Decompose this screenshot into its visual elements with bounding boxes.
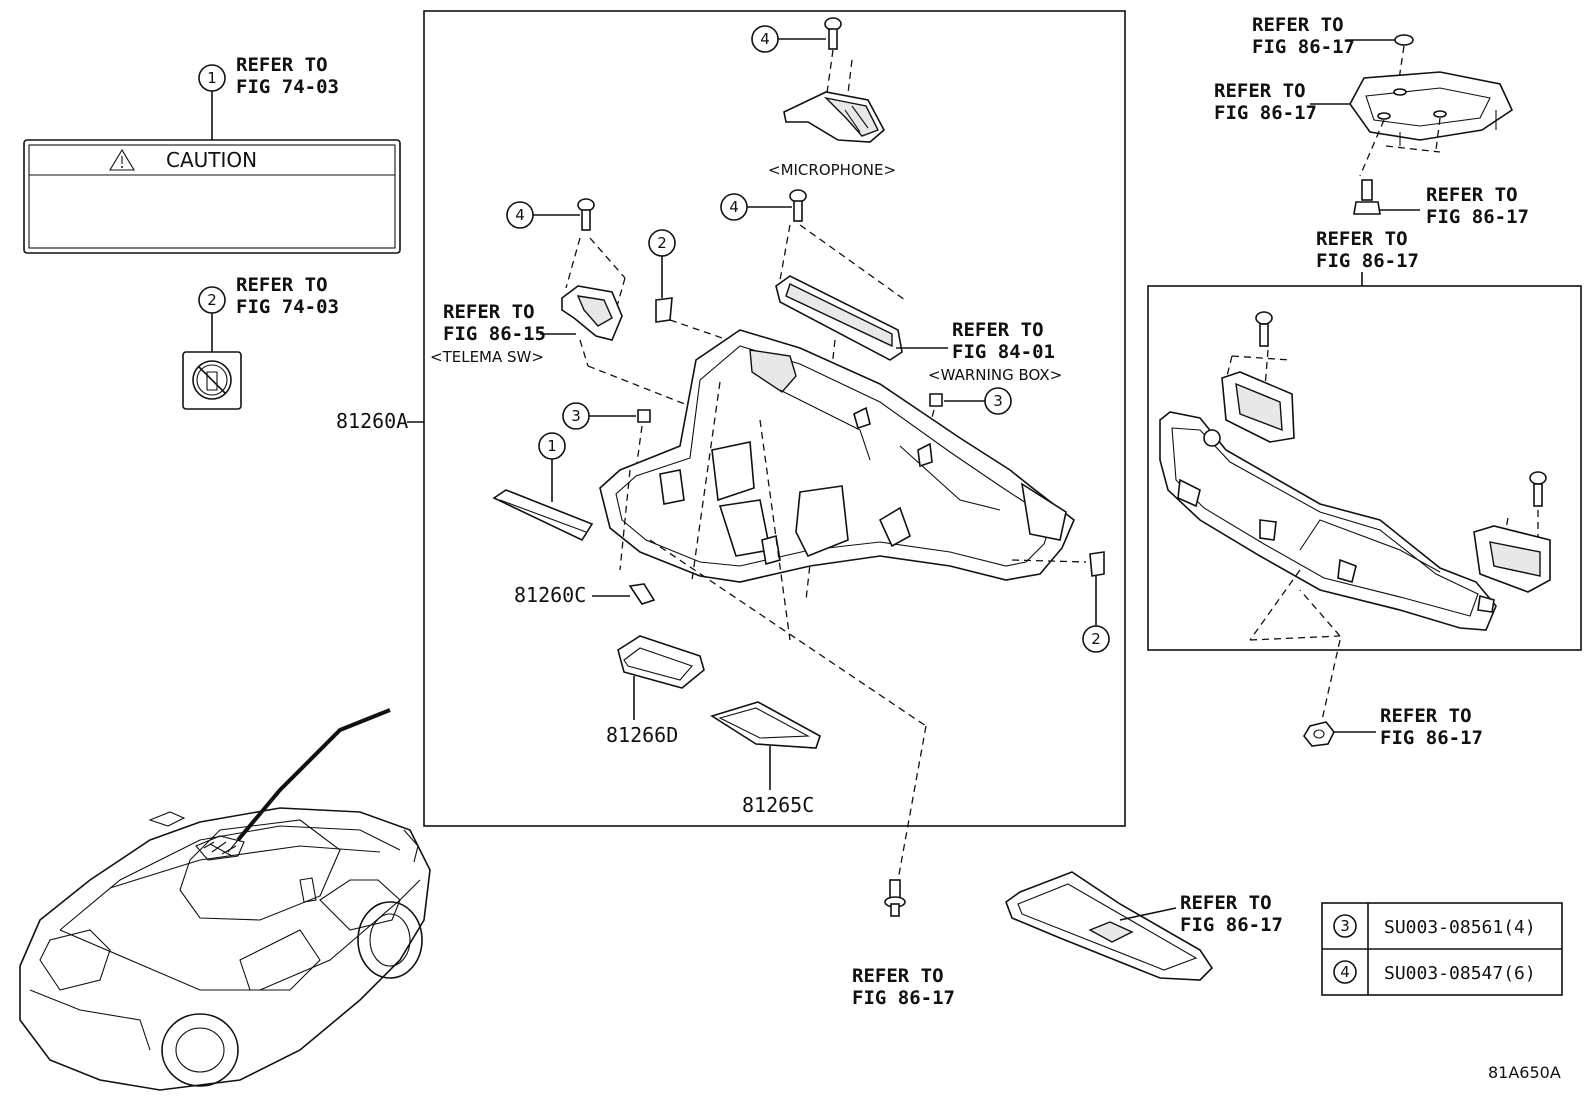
svg-text:2: 2	[1091, 630, 1101, 648]
svg-text:FIG 86-17: FIG 86-17	[1380, 727, 1483, 749]
top-bracket-assembly: REFER TO FIG 86-17 REFER TO FIG 86-17 RE…	[1214, 14, 1529, 286]
part-81260A: 81260A	[336, 409, 408, 433]
svg-text:4: 4	[1340, 963, 1350, 981]
telema-sw-assembly: 4 REFER TO FIG 86-15 <TELEMA SW>	[430, 198, 701, 411]
car-illustration	[19, 708, 431, 1091]
part-81266D: 81266D	[606, 723, 678, 747]
lens-81265C: 81265C	[710, 701, 821, 817]
callout-2-sticker-right: 2	[1082, 551, 1110, 653]
svg-text:2: 2	[657, 234, 667, 252]
nut-icon	[1303, 721, 1335, 747]
svg-text:REFER TO: REFER TO	[952, 319, 1044, 341]
svg-text:4: 4	[760, 30, 770, 48]
bottom-tray	[1005, 871, 1214, 981]
caution-plate	[23, 139, 401, 254]
legend-part-3: SU003-08561(4)	[1384, 917, 1536, 938]
bulb-81260C: 81260C	[514, 583, 656, 607]
refer-to-label: REFER TO	[236, 54, 328, 76]
warning-box-assembly: 4 REFER TO FIG 84-01 <WARNING BOX>	[720, 189, 1062, 601]
prohibition-label-group: 2 REFER TO FIG 74-03	[182, 274, 339, 410]
microphone-label: <MICROPHONE>	[768, 161, 896, 179]
svg-text:FIG 86-17: FIG 86-17	[1252, 36, 1355, 58]
lens-81266D: 81266D	[606, 635, 705, 747]
legend-table: 3 SU003-08561(4) 4 SU003-08547(6)	[1321, 902, 1563, 996]
fig-86-15-label: FIG 86-15	[443, 323, 546, 345]
callout-2-sticker-top: 2	[648, 229, 729, 341]
microphone-assembly: 4 <MICROPHONE>	[751, 17, 896, 179]
svg-text:FIG 86-17: FIG 86-17	[1426, 206, 1529, 228]
svg-text:REFER TO: REFER TO	[852, 965, 944, 987]
svg-text:1: 1	[207, 69, 217, 87]
svg-text:REFER TO: REFER TO	[1180, 892, 1272, 914]
svg-text:4: 4	[729, 198, 739, 216]
fig-84-01-label: FIG 84-01	[952, 341, 1055, 363]
svg-text:3: 3	[1340, 917, 1350, 935]
part-81265C: 81265C	[742, 793, 814, 817]
svg-text:4: 4	[515, 206, 525, 224]
prohibition-icon	[192, 360, 232, 400]
center-frame	[423, 10, 1126, 827]
svg-text:FIG 86-17: FIG 86-17	[1180, 914, 1283, 936]
part-81260C: 81260C	[514, 583, 586, 607]
svg-text:FIG 86-17: FIG 86-17	[1316, 250, 1419, 272]
svg-text:3: 3	[571, 407, 581, 425]
screw-icon-b	[1529, 471, 1547, 507]
svg-text:FIG 86-17: FIG 86-17	[1214, 102, 1317, 124]
svg-text:REFER TO: REFER TO	[236, 274, 328, 296]
telema-sw-label: <TELEMA SW>	[430, 348, 544, 366]
diagram-id: 81A650A	[1488, 1063, 1561, 1082]
callout-3-left: 3	[562, 402, 651, 471]
svg-text:FIG 74-03: FIG 74-03	[236, 296, 339, 318]
screw-icon	[824, 17, 842, 50]
warning-box-label: <WARNING BOX>	[928, 366, 1062, 384]
svg-text:2: 2	[207, 291, 217, 309]
fig-74-03-label: FIG 74-03	[236, 76, 339, 98]
svg-text:REFER TO: REFER TO	[1426, 184, 1518, 206]
right-frame	[1147, 285, 1582, 651]
overhead-console-body	[599, 329, 1075, 583]
svg-text:3: 3	[993, 392, 1003, 410]
warning-triangle-icon	[109, 148, 135, 171]
screw-icon-a	[1255, 311, 1273, 347]
clip-bottom	[884, 879, 906, 917]
svg-text:REFER TO: REFER TO	[443, 301, 535, 323]
svg-text:REFER TO: REFER TO	[1380, 705, 1472, 727]
svg-text:1: 1	[547, 437, 557, 455]
caution-text: CAUTION	[166, 148, 257, 172]
svg-text:REFER TO: REFER TO	[1316, 228, 1408, 250]
svg-text:REFER TO: REFER TO	[1214, 80, 1306, 102]
svg-text:FIG 86-17: FIG 86-17	[852, 987, 955, 1009]
duct-assembly	[1159, 311, 1551, 641]
callout-1-sticker: 1	[492, 432, 594, 542]
bolt-icon	[1353, 179, 1381, 215]
caution-label-group: 1 REFER TO FIG 74-03 CAUTION	[23, 54, 401, 254]
svg-text:REFER TO: REFER TO	[1252, 14, 1344, 36]
legend-part-4: SU003-08547(6)	[1384, 963, 1536, 984]
